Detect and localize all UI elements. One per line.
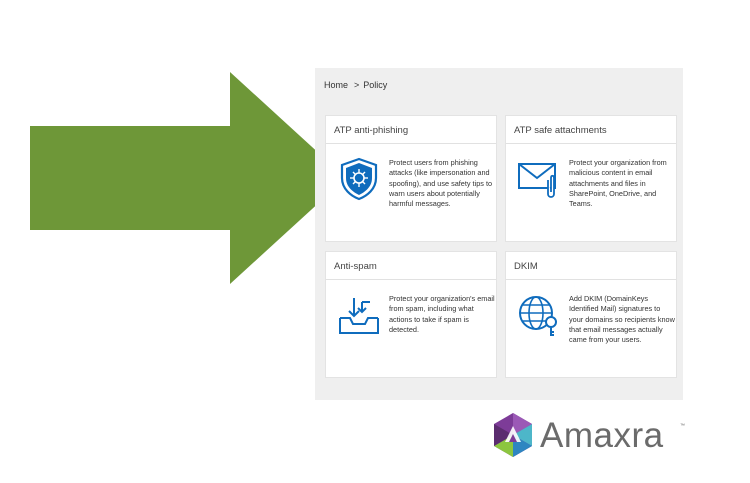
card-atp-safe-attachments[interactable]: ATP safe attachments Protect your organi…	[505, 115, 677, 242]
card-description: Protect users from phishing attacks (lik…	[389, 158, 493, 209]
card-description: Add DKIM (DomainKeys Identified Mail) si…	[569, 294, 675, 345]
trademark-symbol: ™	[680, 423, 685, 429]
green-arrow-graphic	[30, 72, 346, 284]
breadcrumb: Home >Policy	[324, 80, 387, 90]
card-title: Anti-spam	[326, 252, 496, 280]
amaxra-logo-text: Amaxra	[540, 416, 664, 455]
inbox-tray-icon	[339, 298, 379, 334]
amaxra-logo: Amaxra ™	[492, 412, 692, 460]
card-anti-spam[interactable]: Anti-spam Protect your organization's em…	[325, 251, 497, 378]
card-atp-anti-phishing[interactable]: ATP anti-phishing Protect users from phi…	[325, 115, 497, 242]
breadcrumb-current: Policy	[363, 80, 388, 90]
card-description: Protect your organization from malicious…	[569, 158, 667, 209]
card-description: Protect your organization's email from s…	[389, 294, 495, 334]
card-title: DKIM	[506, 252, 676, 280]
envelope-paperclip-icon	[518, 163, 556, 198]
breadcrumb-home-link[interactable]: Home	[324, 80, 349, 90]
breadcrumb-separator: >	[354, 80, 360, 90]
globe-key-icon	[519, 296, 557, 336]
card-dkim[interactable]: DKIM Add DKIM (DomainKeys Identified Mai…	[505, 251, 677, 378]
amaxra-logo-mark-icon	[494, 413, 532, 457]
card-title: ATP anti-phishing	[326, 116, 496, 144]
policy-panel: Home >Policy ATP anti-phishing Protect us…	[315, 68, 683, 400]
card-title: ATP safe attachments	[506, 116, 676, 144]
shield-anti-phishing-icon	[340, 157, 378, 201]
